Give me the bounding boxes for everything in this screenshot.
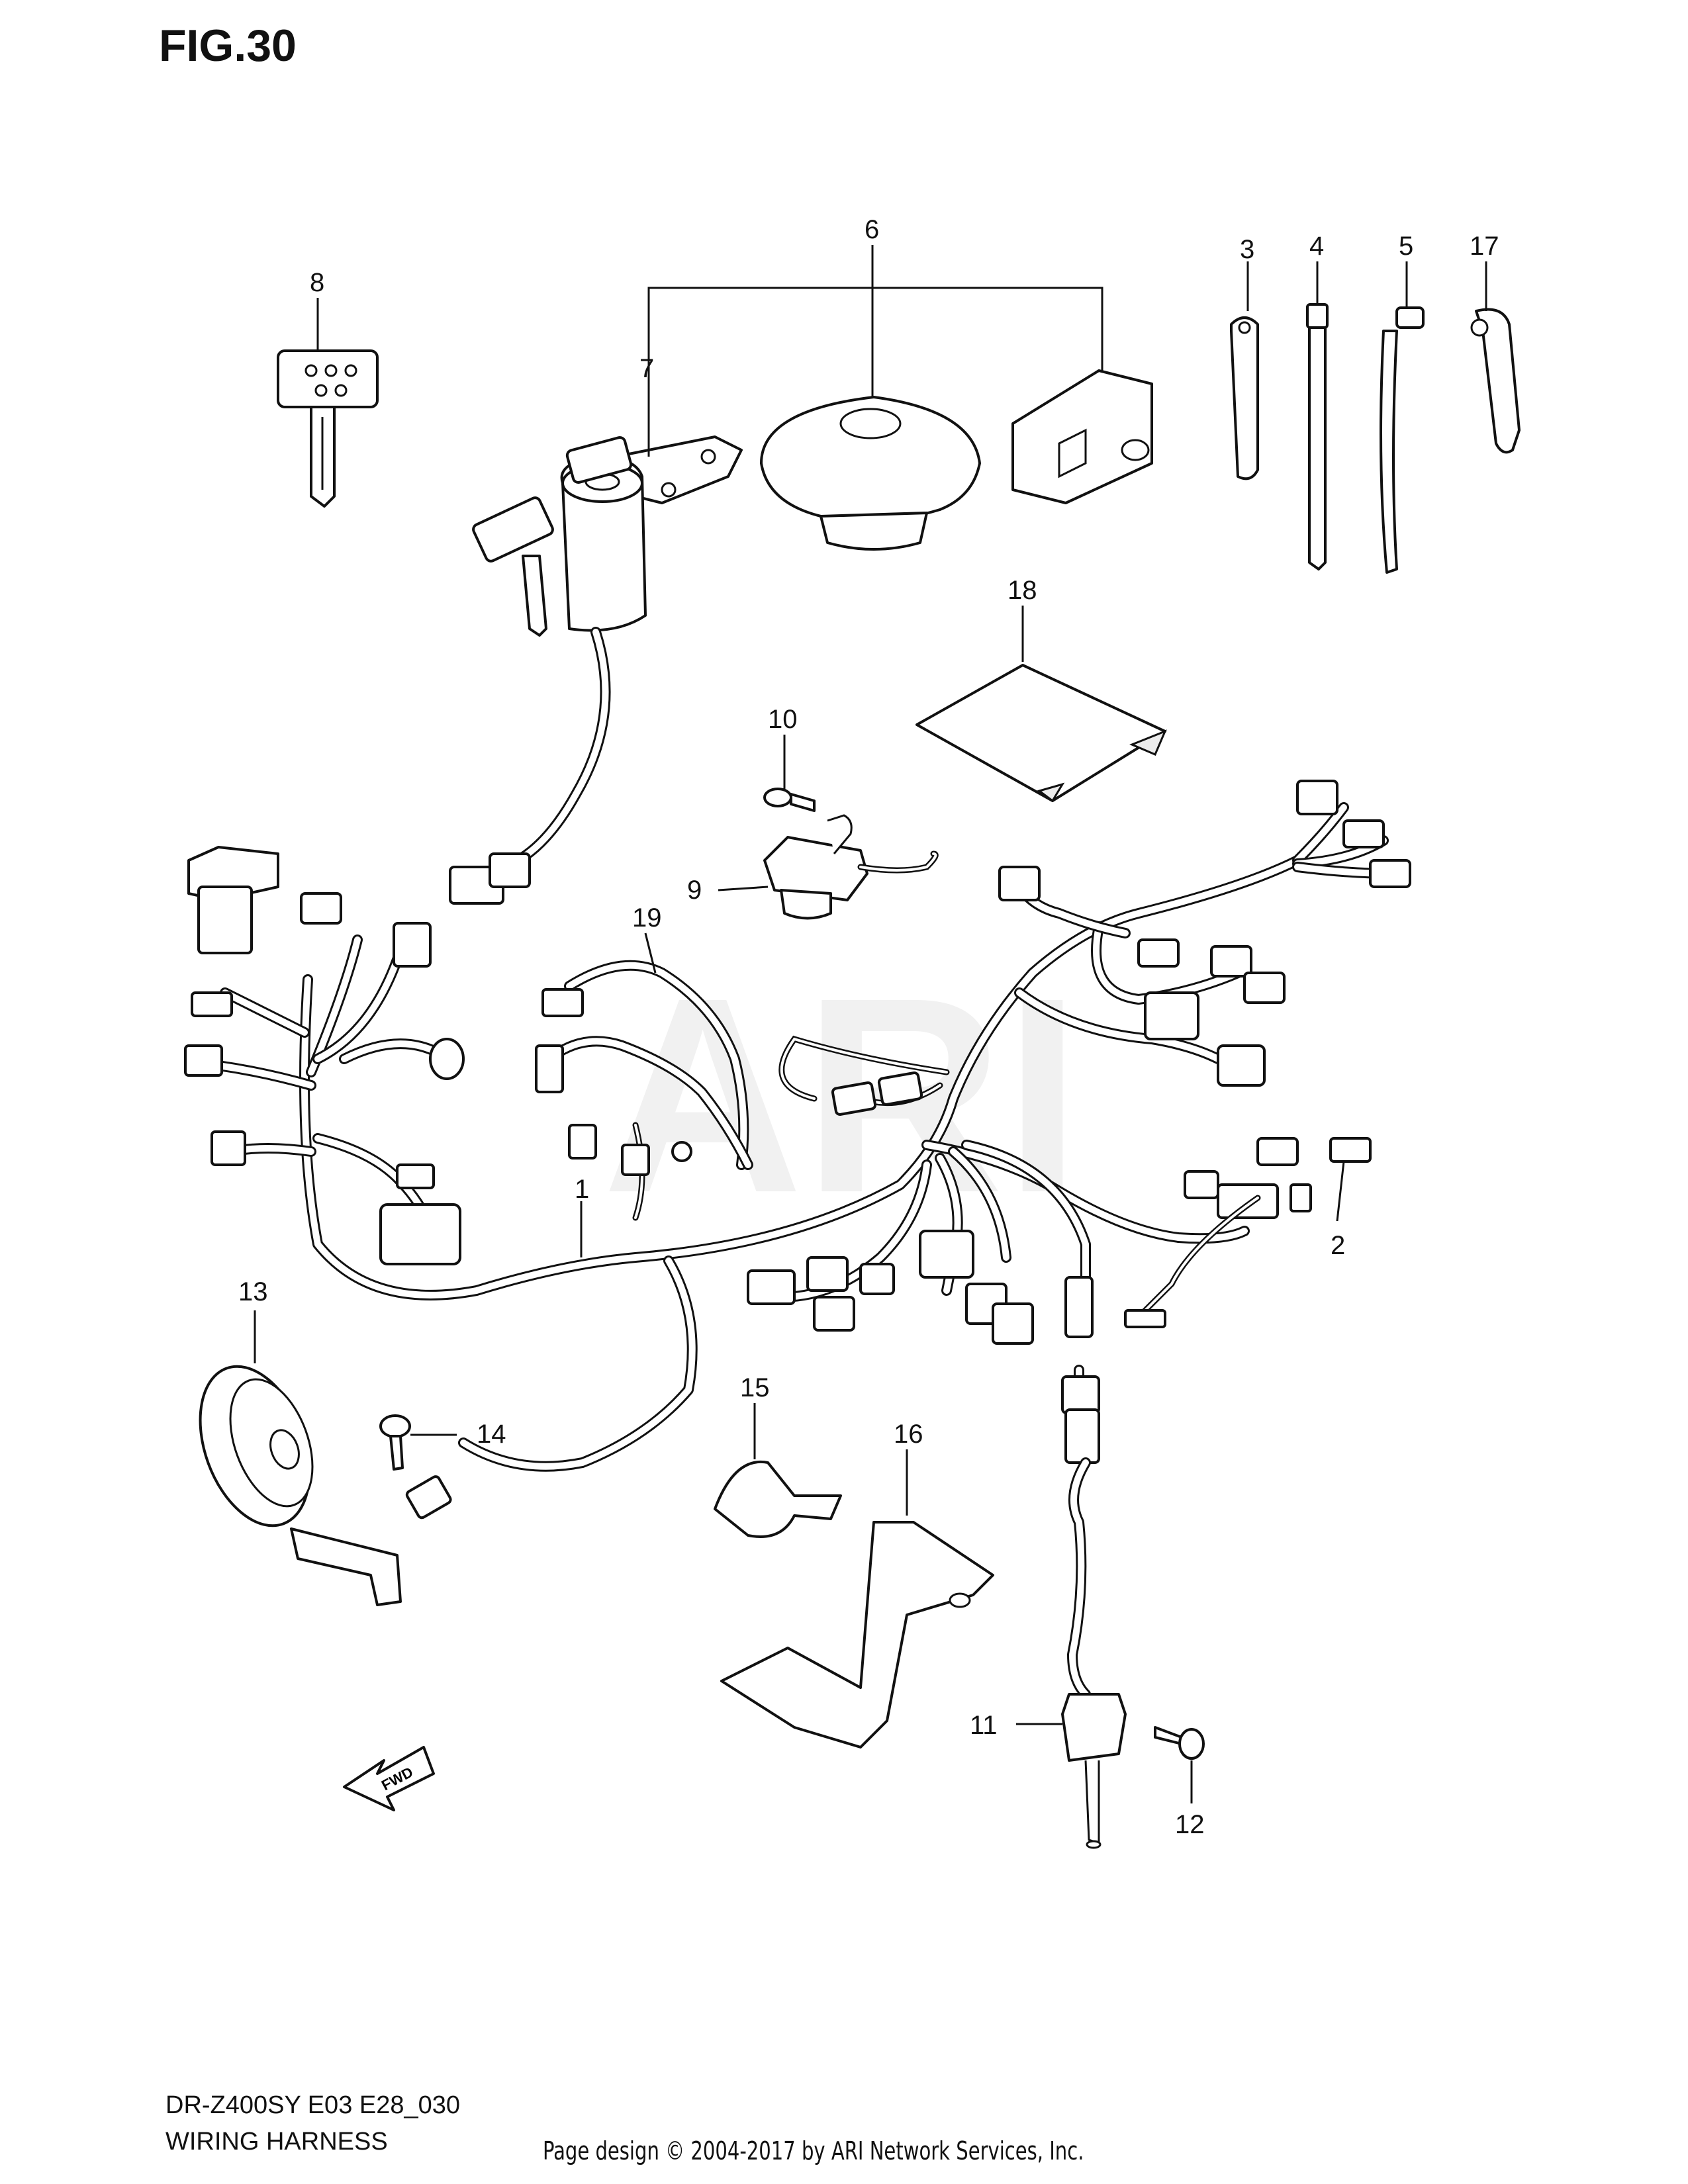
part-3-clamp [1230,316,1259,480]
leader-lines [254,261,1487,1803]
callout-10: 10 [768,705,798,734]
callout-6: 6 [865,215,879,244]
callout-8: 8 [310,268,324,297]
part-9-switch [763,814,939,920]
callout-19: 19 [632,903,662,933]
harness-connectors [184,780,1411,1345]
part-12-bolt [1154,1726,1205,1760]
part-15-cover [714,1460,842,1538]
callout-16: 16 [894,1420,923,1449]
callout-1: 1 [575,1175,589,1204]
part-10-bolt [763,788,816,812]
callout-4: 4 [1309,232,1324,261]
callout-9: 9 [687,876,702,905]
callout-14: 14 [477,1420,506,1449]
model-code: DR-Z400SY E03 E28_030 [165,2091,461,2119]
callout-15: 15 [740,1373,770,1402]
part-7-ignition-switch [449,435,743,905]
part-11-switch [1061,1693,1127,1849]
part-8-key [277,349,379,508]
part-19-sub-harness [544,960,753,1221]
part-14-bolt [379,1414,411,1471]
part-17-clamp [1470,308,1521,454]
callout-13: 13 [238,1277,268,1306]
part-16-bracket [720,1521,994,1749]
part-18-sheet [915,664,1167,803]
callout-11: 11 [970,1711,998,1740]
figure-name: WIRING HARNESS [165,2128,388,2156]
copyright-credit: Page design © 2004-2017 by ARI Network S… [543,2136,1084,2165]
part-2-clip [1329,1137,1372,1163]
callout-17: 17 [1470,232,1499,261]
callout-5: 5 [1399,232,1413,261]
callout-18: 18 [1008,576,1037,605]
part-6-cap [760,396,981,551]
part-13-horn [199,1365,452,1606]
callout-bracket-6-7 [647,287,1103,453]
lock-cover [1011,369,1153,504]
part-4-cable-tie [1306,303,1329,570]
callout-labels: 1 2 3 4 5 6 7 8 9 10 11 12 13 14 15 16 1… [238,215,1499,1839]
fwd-direction-arrow: FWD [343,1746,435,1811]
callout-3: 3 [1240,235,1254,264]
figure-title: FIG.30 [159,21,297,71]
callout-2: 2 [1331,1231,1345,1260]
callout-7: 7 [639,354,654,383]
part-5-cable-tie [1380,306,1425,574]
part-11-harness-branch [1061,1195,1261,1700]
callout-12: 12 [1175,1810,1205,1839]
